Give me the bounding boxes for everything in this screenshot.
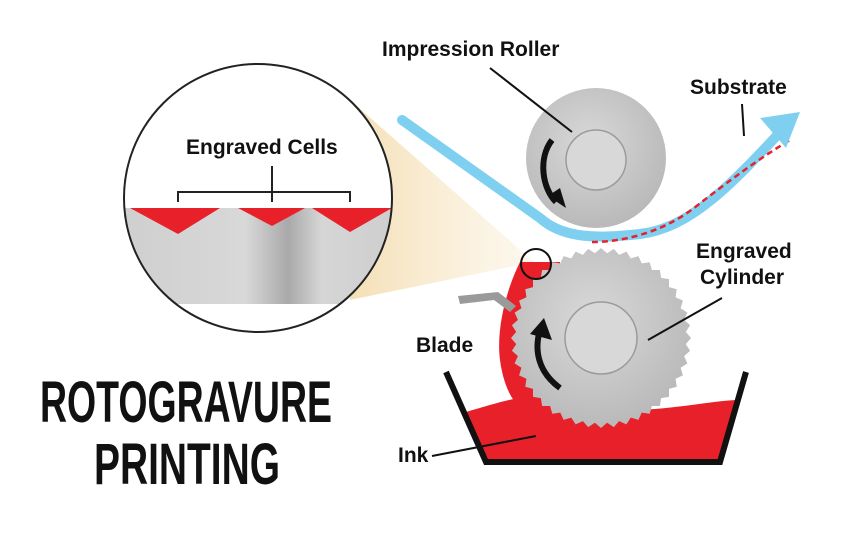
substrate-label: Substrate bbox=[690, 76, 787, 99]
impression-roller-hub bbox=[565, 129, 627, 191]
engraved-cylinder-hub bbox=[564, 301, 638, 375]
substrate-web bbox=[397, 115, 789, 242]
arrow-right-icon bbox=[760, 112, 800, 148]
title-line-2: PRINTING bbox=[94, 432, 280, 497]
engraved-cylinder-label: Engraved bbox=[696, 240, 792, 263]
ink-label: Ink bbox=[398, 444, 429, 467]
impression-roller-label: Impression Roller bbox=[382, 38, 559, 61]
engraved-cell bbox=[130, 208, 220, 234]
magnifier bbox=[123, 63, 393, 333]
engraved-cells-bracket bbox=[177, 166, 351, 202]
leader-lines bbox=[431, 67, 745, 457]
engraved-cell bbox=[312, 208, 392, 232]
blade-label: Blade bbox=[416, 334, 473, 357]
engraved-cylinder-label: Cylinder bbox=[700, 266, 784, 289]
nip-point-marker bbox=[520, 248, 552, 280]
tank-wall bbox=[443, 370, 749, 465]
title-line-1: ROTOGRAVURE bbox=[40, 370, 332, 435]
arrow-counterclockwise-icon bbox=[540, 138, 566, 208]
ink-tank bbox=[443, 370, 749, 465]
doctor-blade bbox=[458, 292, 516, 312]
engraved-cell bbox=[238, 208, 305, 226]
ink-pool bbox=[466, 397, 738, 462]
printed-ink-layer bbox=[591, 138, 791, 244]
arrow-clockwise-icon bbox=[530, 318, 562, 391]
engraved-cells-label: Engraved Cells bbox=[186, 136, 338, 159]
zoom-cone bbox=[350, 100, 534, 300]
